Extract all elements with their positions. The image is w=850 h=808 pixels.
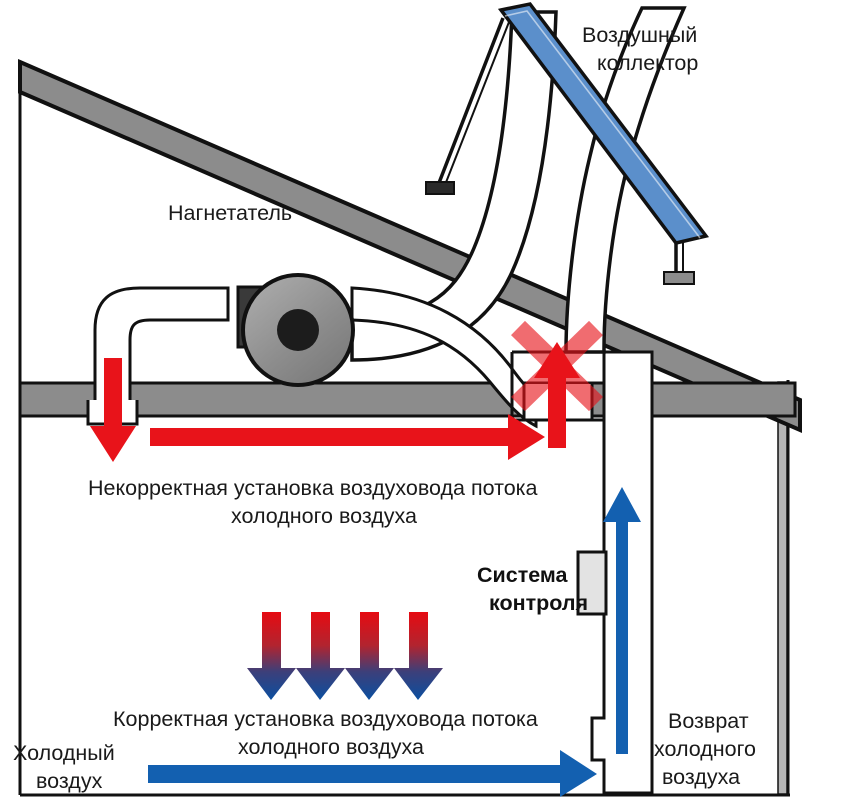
gradient-down-arrow-3 <box>345 612 394 700</box>
incorrect-flow-arrows <box>90 342 580 462</box>
label-incorrect-duct: Некорректная установка воздуховода поток… <box>88 476 538 528</box>
cold-air-return-duct <box>564 6 687 354</box>
incorrect-duct-label-line2: холодного воздуха <box>231 504 417 528</box>
solar-air-collector-panel <box>497 2 710 245</box>
fan-hub <box>277 309 319 351</box>
correct-duct-label-line1: Корректная установка воздуховода потока <box>113 707 538 731</box>
incorrect-duct-body <box>93 286 230 422</box>
return-duct-body <box>564 6 687 354</box>
cold-air-return-label-line3: воздуха <box>662 765 740 789</box>
incorrect-duct-label-line1: Некорректная установка воздуховода поток… <box>88 476 538 500</box>
cold-air-flow-arrows <box>148 487 641 797</box>
cold-air-return-up-arrow <box>603 487 641 754</box>
collector-panel-highlight <box>504 10 701 239</box>
gradient-down-arrow-1 <box>247 612 296 700</box>
warm-air-supply-duct <box>350 10 558 362</box>
control-box-body <box>576 550 608 616</box>
house-shell <box>18 62 790 797</box>
label-correct-duct: Корректная установка воздуховода потока … <box>113 707 538 759</box>
label-blower: Нагнетатель <box>168 201 292 225</box>
control-system-label-line1: Система <box>477 563 569 587</box>
correct-duct-label-line2: холодного воздуха <box>238 735 424 759</box>
label-control-system: Система контроля <box>477 563 588 615</box>
cold-air-intake-arrow <box>148 750 597 797</box>
incorrect-cold-air-up-arrow <box>534 342 580 448</box>
cold-air-return-label-line2: холодного <box>654 737 756 761</box>
incorrect-cold-air-down-arrow <box>90 358 136 462</box>
label-collector: Воздушный коллектор <box>582 23 698 75</box>
right-wall-shadow <box>777 381 788 795</box>
control-system-label-line2: контроля <box>489 591 588 615</box>
collector-label-line2: коллектор <box>597 51 698 75</box>
incorrect-cold-air-horizontal-arrow <box>150 414 545 460</box>
blower-label: Нагнетатель <box>168 201 292 225</box>
collector-panel-face <box>497 2 710 245</box>
control-system-box <box>576 550 608 616</box>
strut-left-inner <box>442 21 510 191</box>
cold-air-return-label-line1: Возврат <box>668 709 749 733</box>
gradient-down-arrow-2 <box>296 612 345 700</box>
cold-air-label-line2: воздух <box>36 769 103 793</box>
correct-flow-gradient-arrows <box>247 612 443 700</box>
ceiling-beam-body <box>18 381 797 418</box>
strut-left <box>435 17 505 189</box>
supply-duct-body <box>350 10 558 362</box>
label-cold-air: Холодный воздух <box>13 741 115 793</box>
strut-left-foot <box>425 181 455 195</box>
label-cold-air-return: Возврат холодного воздуха <box>654 709 756 789</box>
gradient-down-arrow-4 <box>394 612 443 700</box>
cold-air-label-line1: Холодный <box>13 741 115 765</box>
collector-label-line1: Воздушный <box>582 23 697 47</box>
horizontal-ceiling-beam <box>18 381 797 418</box>
blower-fan <box>236 273 355 387</box>
strut-right-foot <box>663 271 695 285</box>
